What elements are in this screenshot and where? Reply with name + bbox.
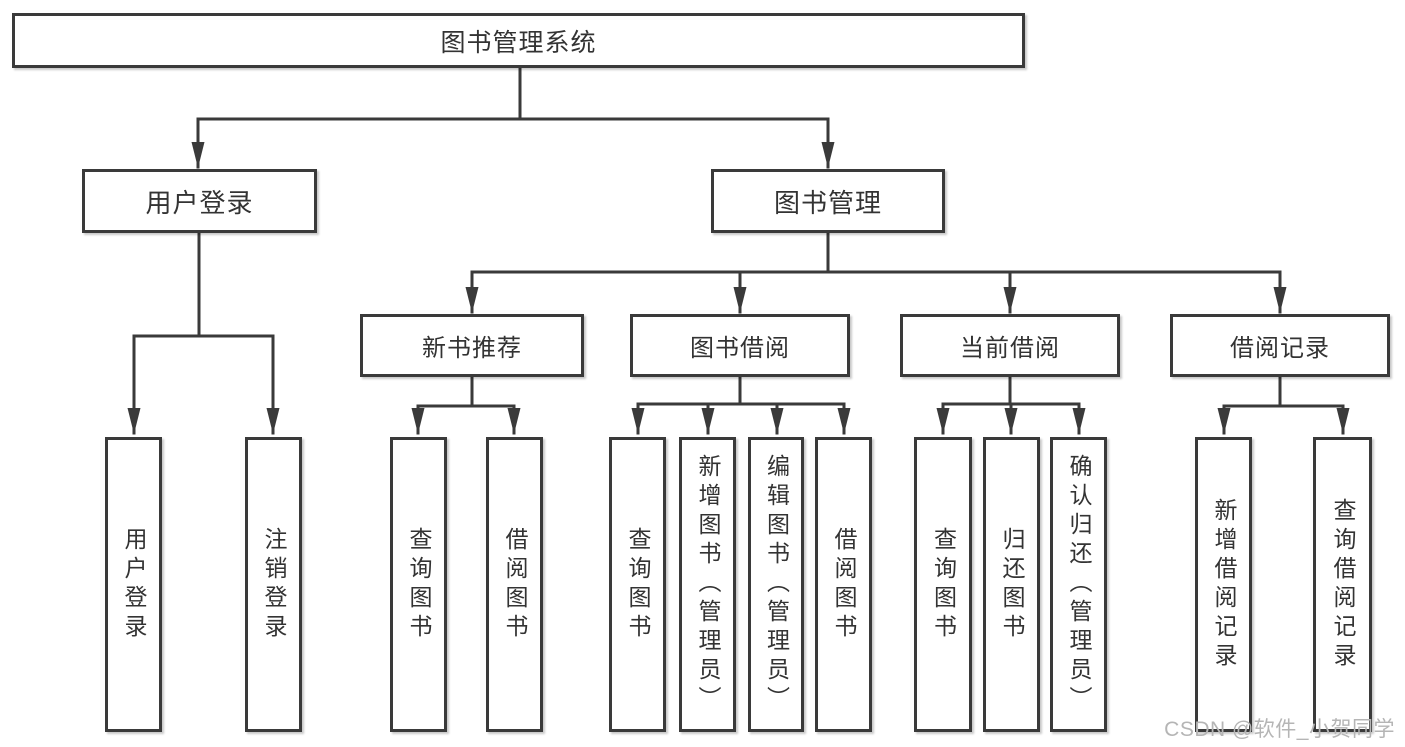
node-current-borrowing: 当前借阅 <box>900 314 1120 377</box>
leaf-confirm-return-admin: 确认归还（管理员） <box>1050 437 1107 732</box>
leaf-borrow-books: 借阅图书 <box>815 437 872 732</box>
leaf-label: 借阅图书 <box>831 526 857 643</box>
leaf-label: 确认归还（管理员） <box>1066 454 1092 715</box>
node-label: 图书管理 <box>773 187 882 218</box>
node-new-book-recommendation: 新书推荐 <box>360 314 584 377</box>
leaf-label: 查询图书 <box>406 526 432 643</box>
leaf-query-borrow-record: 查询借阅记录 <box>1313 437 1372 732</box>
leaf-edit-books-admin: 编辑图书（管理员） <box>748 437 804 732</box>
leaf-label: 编辑图书（管理员） <box>763 454 790 715</box>
leaf-label: 查询图书 <box>625 526 651 643</box>
leaf-logout: 注销登录 <box>245 437 302 732</box>
node-book-management: 图书管理 <box>711 169 945 233</box>
node-user-login: 用户登录 <box>82 169 317 233</box>
leaf-label: 借阅图书 <box>502 526 528 643</box>
node-label: 新书推荐 <box>422 335 522 362</box>
node-label: 用户登录 <box>145 187 254 218</box>
node-label: 借阅记录 <box>1230 335 1330 362</box>
leaf-add-books-admin: 新增图书（管理员） <box>679 437 736 732</box>
node-label: 图书管理系统 <box>440 28 597 57</box>
leaf-label: 查询图书 <box>930 526 957 643</box>
leaf-label: 查询借阅记录 <box>1330 497 1356 672</box>
leaf-query-books-borrow: 查询图书 <box>609 437 666 732</box>
leaf-query-books-recommend: 查询图书 <box>390 437 447 732</box>
node-library-management-system: 图书管理系统 <box>12 13 1025 68</box>
leaf-add-borrow-record: 新增借阅记录 <box>1195 437 1252 732</box>
leaf-label: 新增图书（管理员） <box>695 454 721 715</box>
node-label: 当前借阅 <box>960 335 1060 362</box>
leaf-borrow-books-recommend: 借阅图书 <box>486 437 543 732</box>
leaf-user-login: 用户登录 <box>105 437 162 732</box>
node-label: 图书借阅 <box>690 335 790 362</box>
leaf-label: 归还图书 <box>999 526 1025 643</box>
node-book-borrowing: 图书借阅 <box>630 314 850 377</box>
leaf-label: 注销登录 <box>261 526 287 643</box>
leaf-query-books-current: 查询图书 <box>914 437 972 732</box>
node-borrowing-records: 借阅记录 <box>1170 314 1390 377</box>
leaf-label: 用户登录 <box>121 526 147 643</box>
leaf-return-books: 归还图书 <box>983 437 1040 732</box>
leaf-label: 新增借阅记录 <box>1211 497 1237 672</box>
csdn-watermark: CSDN @软件_小贺同学 <box>1164 718 1395 741</box>
